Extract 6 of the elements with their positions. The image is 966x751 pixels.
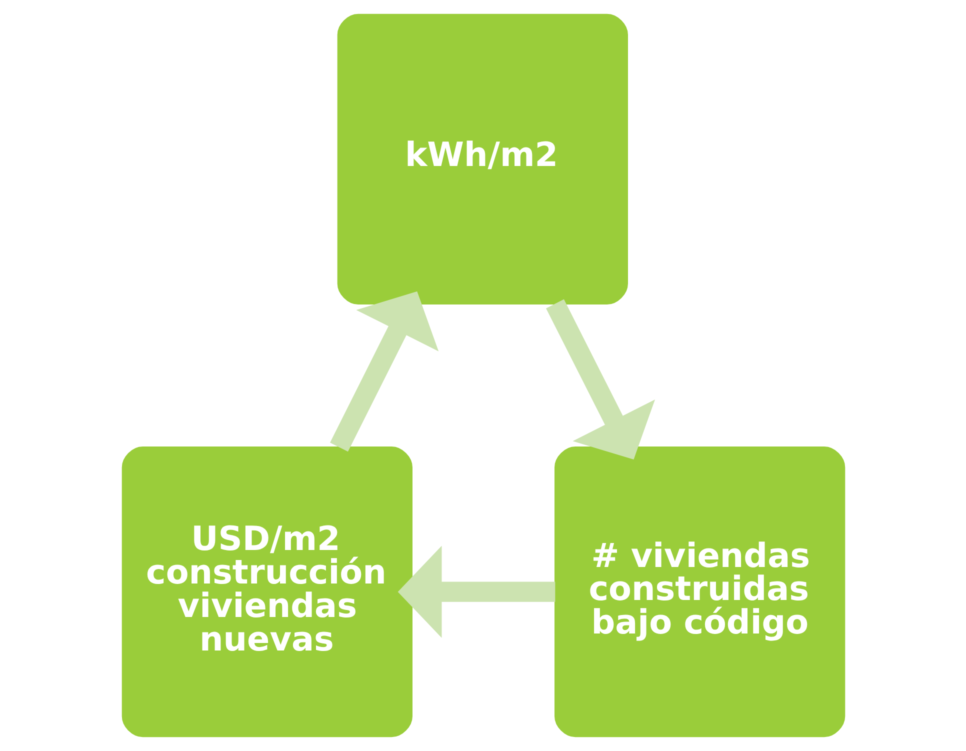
arrow xyxy=(330,291,438,452)
arrow xyxy=(546,299,655,460)
node-box: USD/m2 construcción viviendas nuevas xyxy=(121,446,412,738)
arrow xyxy=(397,546,555,638)
node-box: # viviendas construidas bajo código xyxy=(554,446,845,738)
node-box: kWh/m2 xyxy=(336,14,628,304)
